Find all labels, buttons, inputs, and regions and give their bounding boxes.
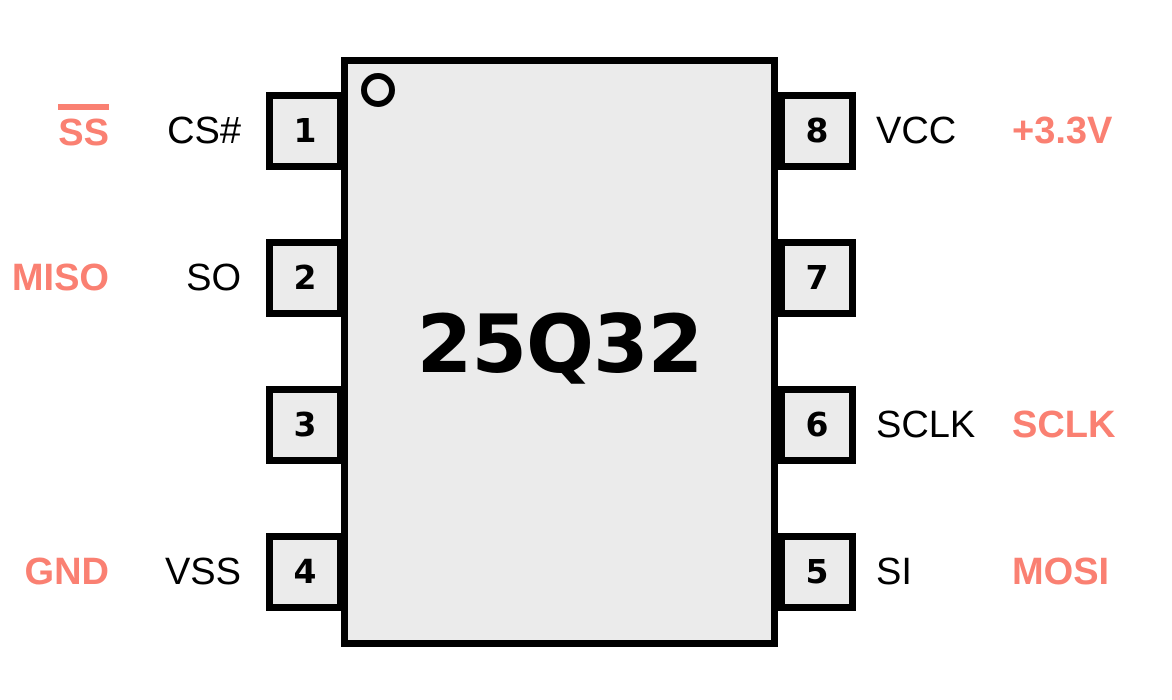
chip-part-number: 25Q32 <box>416 298 704 391</box>
pin-function-label-5: SI <box>876 551 912 593</box>
pin-pad-1[interactable]: 1 <box>266 92 344 170</box>
pin-pad-5[interactable]: 5 <box>778 533 856 611</box>
pin-pad-4[interactable]: 4 <box>266 533 344 611</box>
chip-package-body <box>341 57 778 647</box>
pin-alt-label-5: MOSI <box>1012 551 1110 593</box>
pin-alt-label-6: SCLK <box>1012 404 1116 446</box>
pin-function-label-4: VSS <box>164 551 241 593</box>
pin1-indicator-circle-icon <box>361 73 395 107</box>
pin-alt-label-4: GND <box>24 551 109 593</box>
pin-pad-7[interactable]: 7 <box>778 239 856 317</box>
overline-signal-name: SS <box>58 92 109 172</box>
pin-pad-2[interactable]: 2 <box>266 239 344 317</box>
pin-function-label-8: VCC <box>876 110 957 152</box>
pin-function-label-1: CS# <box>167 110 241 152</box>
pin-pad-3[interactable]: 3 <box>266 386 344 464</box>
pin-function-label-6: SCLK <box>876 404 976 446</box>
pin-alt-label-8: +3.3V <box>1012 110 1113 152</box>
pin-alt-label-1: SS <box>58 92 109 170</box>
pin-function-label-2: SO <box>186 257 241 299</box>
pin-alt-label-2: MISO <box>11 257 109 299</box>
pin-pad-6[interactable]: 6 <box>778 386 856 464</box>
pin-pad-8[interactable]: 8 <box>778 92 856 170</box>
